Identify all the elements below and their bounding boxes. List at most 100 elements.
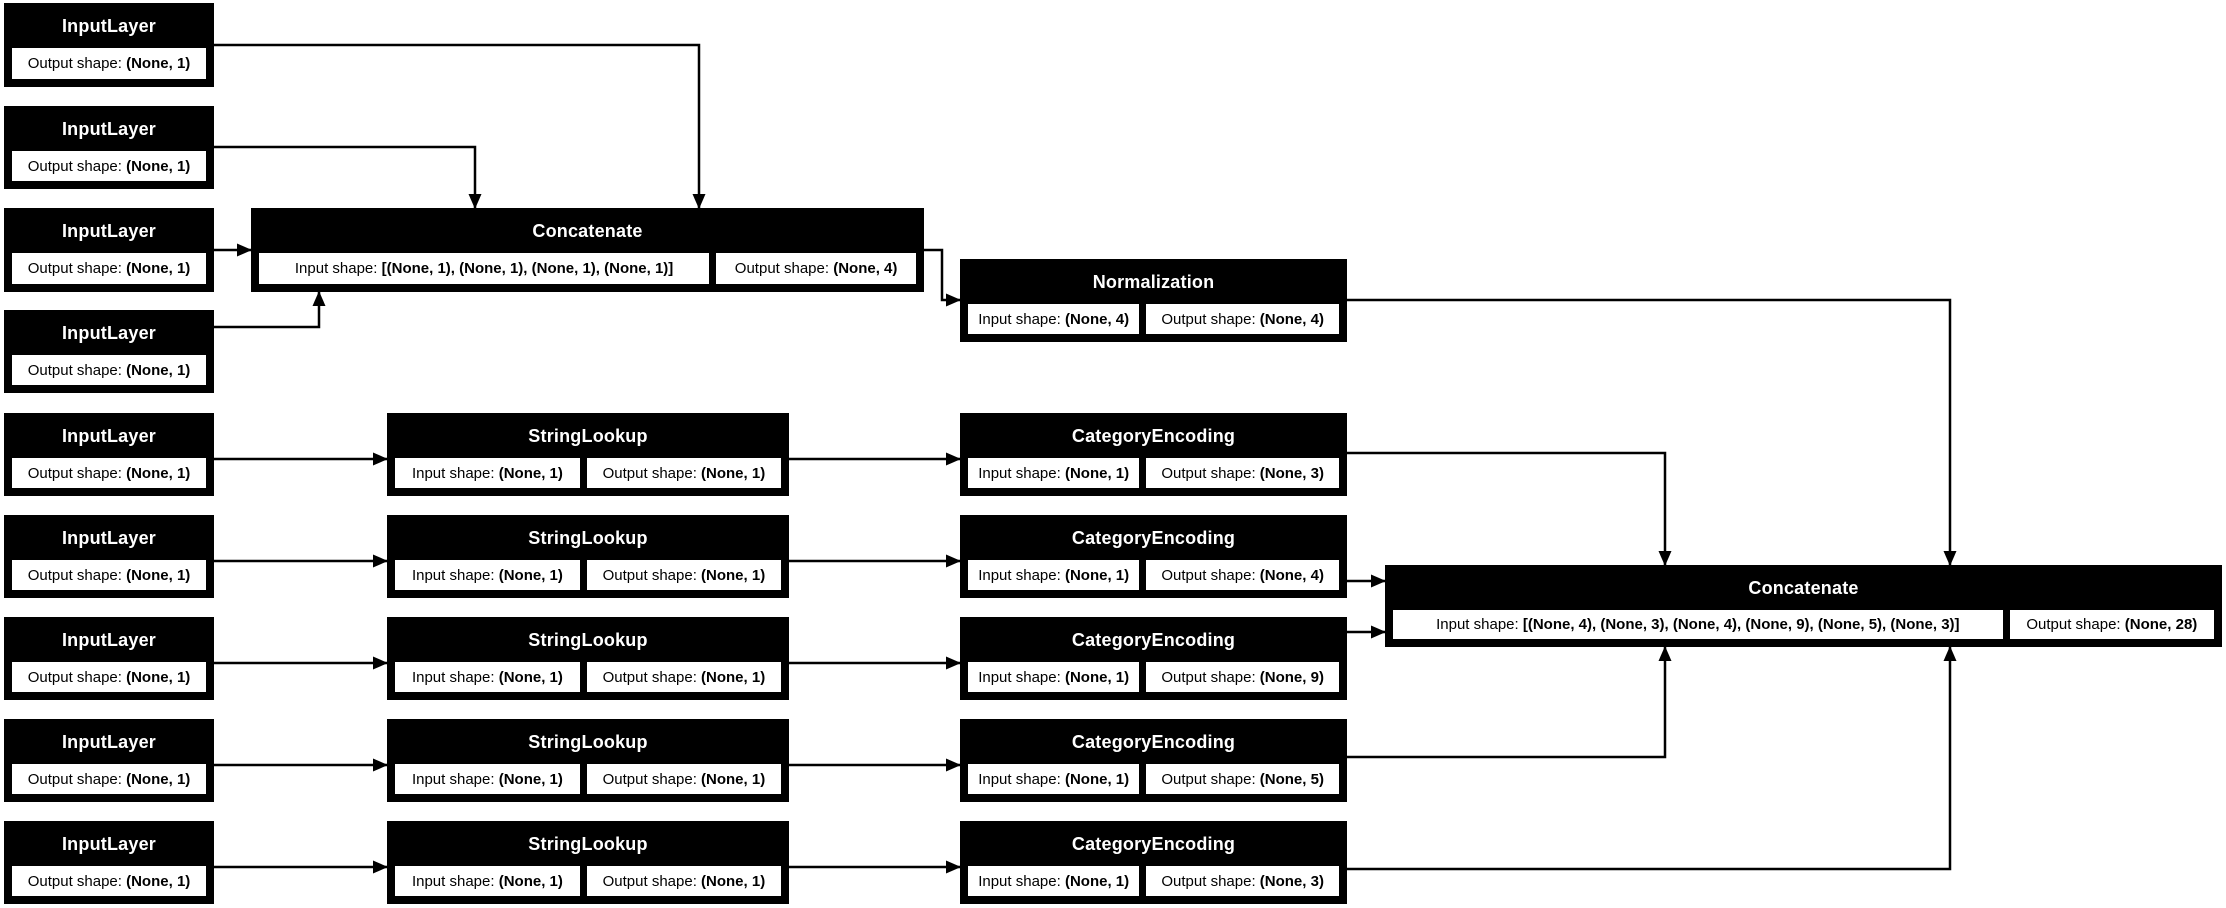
shape-value: (None, 4) bbox=[1259, 310, 1324, 328]
shape-value: (None, 1) bbox=[126, 770, 191, 788]
output-shape-cell: Output shape: (None, 3) bbox=[1144, 456, 1341, 490]
output-shape-cell: Output shape: (None, 5) bbox=[1144, 762, 1341, 796]
input-shape-cell: Input shape: (None, 1) bbox=[966, 456, 1142, 490]
shape-label: Output shape: bbox=[602, 668, 697, 686]
output-shape-cell: Output shape: (None, 1) bbox=[10, 864, 208, 898]
shape-value: (None, 1) bbox=[1064, 872, 1130, 890]
shape-value: (None, 5) bbox=[1259, 770, 1324, 788]
shape-value: (None, 4) bbox=[833, 260, 898, 277]
shape-value: [(None, 4), (None, 3), (None, 4), (None,… bbox=[1522, 616, 1960, 633]
layer-type-label: InputLayer bbox=[7, 6, 211, 46]
output-shape-cell: Output shape: (None, 1) bbox=[10, 46, 208, 81]
layer-type-label: StringLookup bbox=[390, 620, 786, 660]
layer-type-label: CategoryEncoding bbox=[963, 824, 1344, 864]
input-shape-cell: Input shape: (None, 1) bbox=[966, 864, 1142, 898]
output-shape-cell: Output shape: (None, 1) bbox=[584, 456, 783, 490]
shape-cells-row: Output shape: (None, 1) bbox=[7, 353, 211, 390]
shape-value: (None, 1) bbox=[126, 464, 191, 482]
shape-value: (None, 1) bbox=[126, 361, 191, 379]
layer-type-label: StringLookup bbox=[390, 518, 786, 558]
shape-cells-row: Output shape: (None, 1) bbox=[7, 762, 211, 799]
shape-value: (None, 1) bbox=[701, 668, 766, 686]
shape-cells-row: Output shape: (None, 1) bbox=[7, 864, 211, 901]
shape-value: (None, 1) bbox=[1064, 770, 1130, 788]
shape-value: (None, 9) bbox=[1259, 668, 1324, 686]
shape-label: Input shape: bbox=[978, 310, 1061, 328]
layer-type-label: Concatenate bbox=[1388, 568, 2219, 608]
shape-value: (None, 1) bbox=[126, 872, 191, 890]
input-shape-cell: Input shape: (None, 1) bbox=[966, 558, 1142, 592]
shape-value: (None, 1) bbox=[498, 668, 563, 686]
shape-value: (None, 1) bbox=[126, 566, 191, 584]
shape-label: Output shape: bbox=[1161, 566, 1256, 584]
shape-value: (None, 1) bbox=[701, 872, 766, 890]
shape-label: Output shape: bbox=[27, 157, 122, 175]
shape-cells-row: Output shape: (None, 1) bbox=[7, 558, 211, 595]
shape-cells-row: Input shape: (None, 1) Output shape: (Non… bbox=[390, 762, 786, 799]
output-shape-cell: Output shape: (None, 9) bbox=[1144, 660, 1341, 694]
shape-cells-row: Input shape: (None, 1)Output shape: (Non… bbox=[963, 762, 1344, 799]
shape-value: (None, 1) bbox=[498, 872, 563, 890]
shape-cells-row: Input shape: (None, 1)Output shape: (Non… bbox=[390, 660, 786, 697]
input-shape-cell: Input shape: (None, 1) bbox=[393, 456, 582, 490]
shape-value: (None, 3) bbox=[1259, 872, 1324, 890]
shape-label: Output shape: bbox=[27, 55, 122, 72]
shape-cells-row: Input shape: (None, 4)Output shape: (Non… bbox=[963, 302, 1344, 339]
edge-input-layer-2-to-concatenate-1 bbox=[214, 145, 482, 209]
shape-value: (None, 1) bbox=[126, 668, 191, 686]
shape-cells-row: Input shape: [(None, 4), (None, 3), (Non… bbox=[1388, 608, 2219, 644]
output-shape-cell: Output shape: (None, 1) bbox=[10, 251, 208, 286]
edge-input-layer-1-to-concatenate-1 bbox=[214, 43, 706, 209]
shape-label: Input shape: bbox=[294, 260, 378, 277]
shape-label: Output shape: bbox=[1161, 668, 1256, 686]
shape-value: (None, 1) bbox=[498, 770, 563, 788]
shape-label: Output shape: bbox=[602, 770, 697, 788]
output-shape-cell: Output shape: (None, 1) bbox=[10, 353, 208, 387]
shape-label: Output shape: bbox=[27, 260, 122, 277]
shape-label: Output shape: bbox=[2026, 616, 2121, 633]
input-shape-cell: Input shape: (None, 1) bbox=[393, 762, 582, 796]
shape-label: Input shape: bbox=[411, 872, 495, 890]
shape-cells-row: Output shape: (None, 1) bbox=[7, 149, 211, 186]
input-shape-cell: Input shape: (None, 1) bbox=[393, 660, 582, 694]
edge-normalization-1-to-concatenate-2 bbox=[1347, 298, 1957, 566]
output-shape-cell: Output shape: (None, 28) bbox=[2007, 608, 2216, 641]
shape-label: Output shape: bbox=[602, 566, 697, 584]
shape-value: (None, 3) bbox=[1259, 464, 1324, 482]
layer-type-label: Normalization bbox=[963, 262, 1344, 302]
layer-type-label: InputLayer bbox=[7, 518, 211, 558]
output-shape-cell: Output shape: (None, 4) bbox=[1144, 558, 1341, 592]
shape-label: Output shape: bbox=[734, 260, 830, 277]
output-shape-cell: Output shape: (None, 1) bbox=[10, 149, 208, 183]
output-shape-cell: Output shape: (None, 1) bbox=[584, 660, 783, 694]
shape-value: (None, 28) bbox=[2124, 616, 2198, 633]
shape-label: Output shape: bbox=[602, 464, 697, 482]
shape-value: (None, 4) bbox=[1259, 566, 1324, 584]
shape-cells-row: Output shape: (None, 1) bbox=[7, 456, 211, 493]
output-shape-cell: Output shape: (None, 1) bbox=[10, 660, 208, 694]
layer-type-label: CategoryEncoding bbox=[963, 722, 1344, 762]
input-shape-cell: Input shape: [(None, 1), (None, 1), (Non… bbox=[257, 251, 712, 286]
input-shape-cell: Input shape: (None, 1) bbox=[966, 762, 1142, 796]
layer-type-label: CategoryEncoding bbox=[963, 518, 1344, 558]
shape-cells-row: Input shape: (None, 1)Output shape: (Non… bbox=[390, 558, 786, 595]
layer-type-label: InputLayer bbox=[7, 416, 211, 456]
shape-value: (None, 1) bbox=[126, 157, 191, 175]
shape-label: Output shape: bbox=[27, 464, 122, 482]
layer-type-label: StringLookup bbox=[390, 722, 786, 762]
edge-input-layer-4-to-concatenate-1 bbox=[214, 291, 326, 329]
shape-cells-row: Input shape: (None, 1)Output shape: (Non… bbox=[390, 456, 786, 493]
